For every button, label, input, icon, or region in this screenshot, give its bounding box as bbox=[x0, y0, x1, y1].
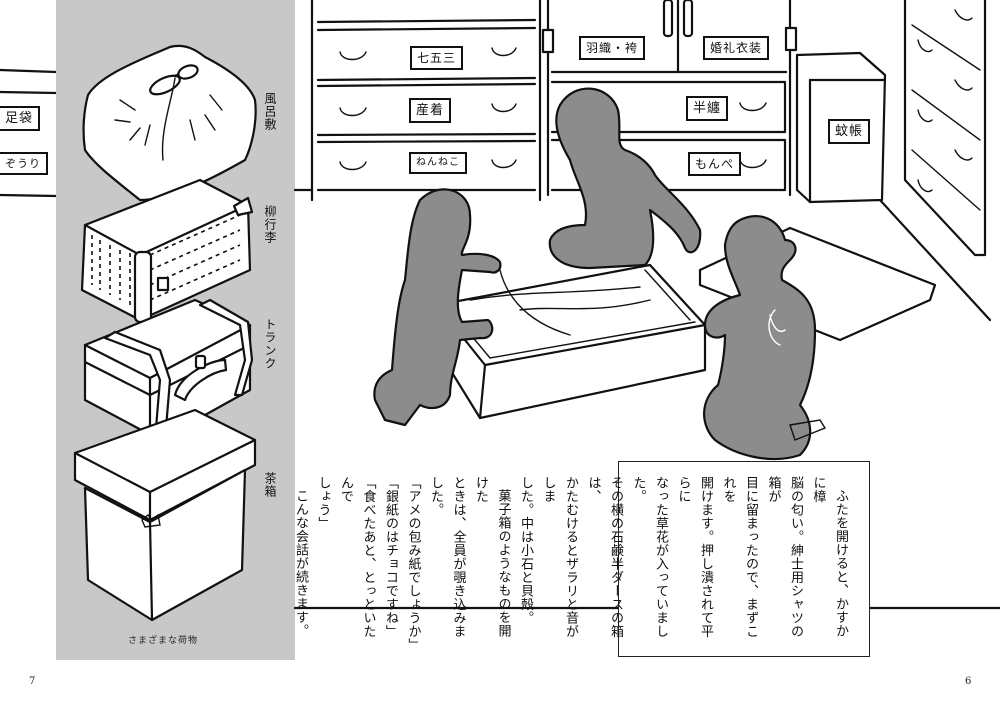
story-text-box: ふたを開けると、かすかに樟 脳の匂い。紳士用シャツの箱が 目に留まったので、まず… bbox=[293, 461, 870, 657]
story-paragraph: こんな会話が続きます。 bbox=[289, 476, 312, 646]
dialogue-line: 「アメの包み紙でしょうか」 bbox=[401, 476, 424, 652]
story-line: しょう」 bbox=[315, 476, 331, 530]
tea-chest-icon bbox=[73, 408, 257, 622]
box-label-kaya: 蚊帳 bbox=[828, 119, 871, 144]
story-line: なった草花が入っていました。 bbox=[630, 476, 669, 638]
story-line: こんな会話が続きます。 bbox=[293, 489, 308, 638]
dialogue-line: 「銀紙のはチョコですね」 bbox=[379, 476, 402, 646]
luggage-label-trunk: トランク bbox=[263, 318, 277, 370]
story-line: 「食べたあと、とっといたんで bbox=[338, 476, 376, 638]
story-line: 開けます。押し潰されて平らに bbox=[675, 476, 714, 638]
person-middle bbox=[548, 87, 702, 270]
story-paragraph: ふたを開けると、かすかに樟 脳の匂い。紳士用シャツの箱が 目に留まったので、まず… bbox=[514, 476, 852, 646]
wardrobe-label-monpe: もんぺ bbox=[688, 152, 742, 176]
story-line: ふたを開けると、かすかに樟 bbox=[810, 476, 849, 638]
shelf-label-zouri: ぞうり bbox=[0, 152, 48, 175]
page-number-left: 7 bbox=[29, 676, 36, 687]
drawer-label-ubugi: 産着 bbox=[409, 98, 452, 123]
wardrobe bbox=[541, 0, 798, 197]
story-paragraph: 菓子箱のようなものを開けた ときは、全員が覗き込みました。 bbox=[424, 476, 514, 646]
drawer-chest bbox=[310, 0, 542, 202]
left-shelf bbox=[0, 68, 58, 198]
open-box bbox=[433, 263, 707, 420]
furoshiki-bundle-icon bbox=[82, 44, 257, 202]
story-line: その横の石鹸半ダースの箱は、 bbox=[585, 476, 624, 638]
drawer-label-shichigosan: 七五三 bbox=[410, 46, 464, 70]
wardrobe-label-konrei-isho: 婚礼衣装 bbox=[703, 36, 770, 60]
suitcase-trunk-icon bbox=[83, 298, 254, 442]
wardrobe-label-hanten: 半纏 bbox=[686, 96, 729, 121]
wicker-trunk-icon bbox=[80, 178, 254, 324]
shelf-label-tabi: 足袋 bbox=[0, 106, 41, 131]
story-line: 「銀紙のはチョコですね」 bbox=[383, 476, 398, 638]
luggage-label-furoshiki: 風呂敷 bbox=[263, 92, 277, 131]
panel-caption: さまざまな荷物 bbox=[128, 636, 199, 646]
story-line: 菓子箱のようなものを開けた bbox=[473, 476, 511, 638]
luggage-label-yanagigori: 柳行李 bbox=[263, 205, 277, 244]
story-line: かたむけるとザラリと音がしま bbox=[540, 476, 579, 638]
wardrobe-label-haori-hakama: 羽織・袴 bbox=[579, 36, 646, 60]
story-line: 「アメの包み紙でしょうか」 bbox=[405, 476, 421, 652]
story-line: ときは、全員が覗き込みました。 bbox=[428, 476, 466, 638]
luggage-label-chabako: 茶箱 bbox=[263, 472, 277, 498]
story-line: 目に留まったので、まずこれを bbox=[720, 476, 759, 638]
page-number-right: 6 bbox=[965, 676, 972, 687]
person-right bbox=[703, 215, 827, 461]
tall-chest bbox=[878, 0, 992, 322]
story-line: した。中は小石と貝殻。 bbox=[518, 476, 533, 625]
dialogue-line: 「食べたあと、とっといたんで しょう」 bbox=[311, 476, 379, 646]
drawer-label-nenneko: ねんねこ bbox=[409, 152, 467, 174]
person-left bbox=[373, 188, 502, 427]
story-text: ふたを開けると、かすかに樟 脳の匂い。紳士用シャツの箱が 目に留まったので、まず… bbox=[289, 476, 852, 652]
story-line: 脳の匂い。紳士用シャツの箱が bbox=[765, 476, 804, 638]
